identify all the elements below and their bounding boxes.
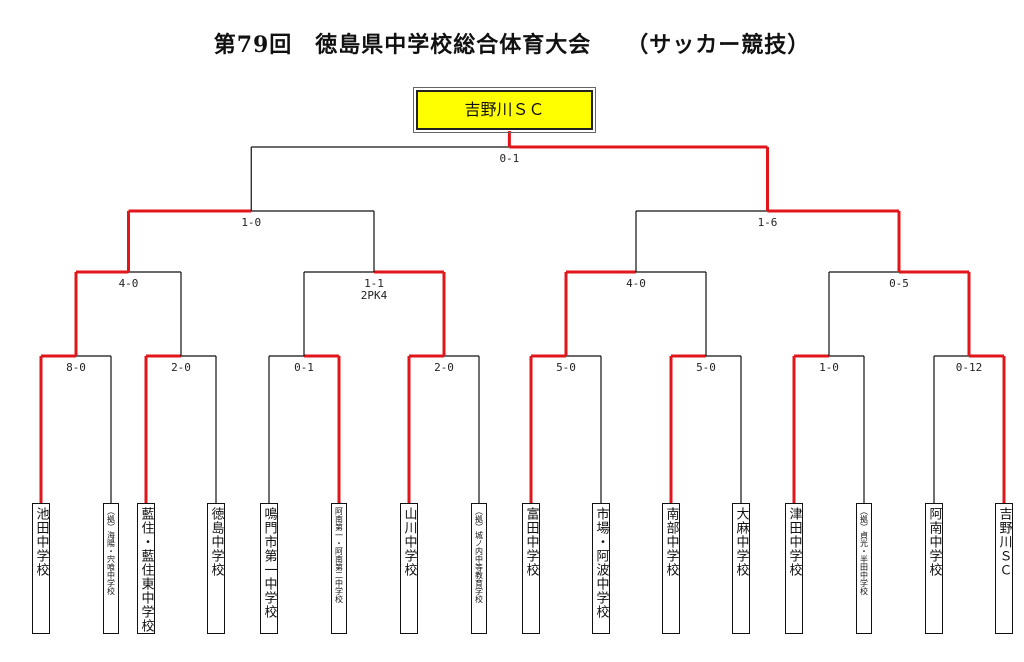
round1-5-score: 5-0 [556, 361, 576, 374]
team-box: （拠）海陽・宍喰中学校 [103, 503, 119, 634]
team-box: 阿南第一・阿南第二中学校 [331, 503, 347, 634]
final-1-score: 0-1 [499, 152, 519, 165]
round1-4-score: 2-0 [434, 361, 454, 374]
quarterfinal-2-note: 2PK4 [361, 289, 388, 302]
team-name: 富田中学校 [523, 507, 539, 577]
team-box: 富田中学校 [522, 503, 540, 634]
team-name: 阿南中学校 [926, 507, 942, 577]
team-box: 藍住・藍住東中学校 [137, 503, 155, 634]
team-box: 大麻中学校 [732, 503, 750, 634]
page-title: 第79回 徳島県中学校総合体育大会 （サッカー競技） [213, 32, 811, 58]
team-name: （拠）貞光・半田中学校 [859, 507, 869, 595]
team-box: 池田中学校 [32, 503, 50, 634]
team-name: （拠）海陽・宍喰中学校 [106, 507, 116, 595]
team-name: 池田中学校 [33, 507, 49, 577]
round1-2-score: 2-0 [171, 361, 191, 374]
round1-6-score: 5-0 [696, 361, 716, 374]
team-name: 大麻中学校 [733, 507, 749, 577]
team-name: 鳴門市第一中学校 [261, 507, 277, 619]
round1-1-score: 8-0 [66, 361, 86, 374]
team-name: 吉野川ＳＣ [996, 507, 1012, 577]
team-name: 阿南第一・阿南第二中学校 [334, 507, 344, 603]
team-name: 山川中学校 [401, 507, 417, 577]
semifinal-1-score: 1-0 [241, 216, 261, 229]
semifinal-2-score: 1-6 [758, 216, 778, 229]
team-name: 徳島中学校 [208, 507, 224, 577]
team-name: 市場・阿波中学校 [593, 507, 609, 619]
team-box: （拠）城ノ内中等教育学校 [471, 503, 487, 634]
team-box: 南部中学校 [662, 503, 680, 634]
team-box: （拠）貞光・半田中学校 [856, 503, 872, 634]
team-name: 南部中学校 [663, 507, 679, 577]
team-box: 津田中学校 [785, 503, 803, 634]
team-box: 市場・阿波中学校 [592, 503, 610, 634]
team-box: 阿南中学校 [925, 503, 943, 634]
quarterfinal-4-score: 0-5 [889, 277, 909, 290]
champion-box: 吉野川ＳＣ [413, 87, 596, 133]
quarterfinal-1-score: 4-0 [119, 277, 139, 290]
team-box: 吉野川ＳＣ [995, 503, 1013, 634]
team-name: 藍住・藍住東中学校 [138, 507, 154, 633]
round1-7-score: 1-0 [819, 361, 839, 374]
round1-8-score: 0-12 [956, 361, 983, 374]
quarterfinal-2-score: 1-1 [364, 277, 384, 290]
round1-3-score: 0-1 [294, 361, 314, 374]
quarterfinal-3-score: 4-0 [626, 277, 646, 290]
team-name: 津田中学校 [786, 507, 802, 577]
team-box: 鳴門市第一中学校 [260, 503, 278, 634]
team-name: （拠）城ノ内中等教育学校 [474, 507, 484, 603]
team-box: 徳島中学校 [207, 503, 225, 634]
team-box: 山川中学校 [400, 503, 418, 634]
